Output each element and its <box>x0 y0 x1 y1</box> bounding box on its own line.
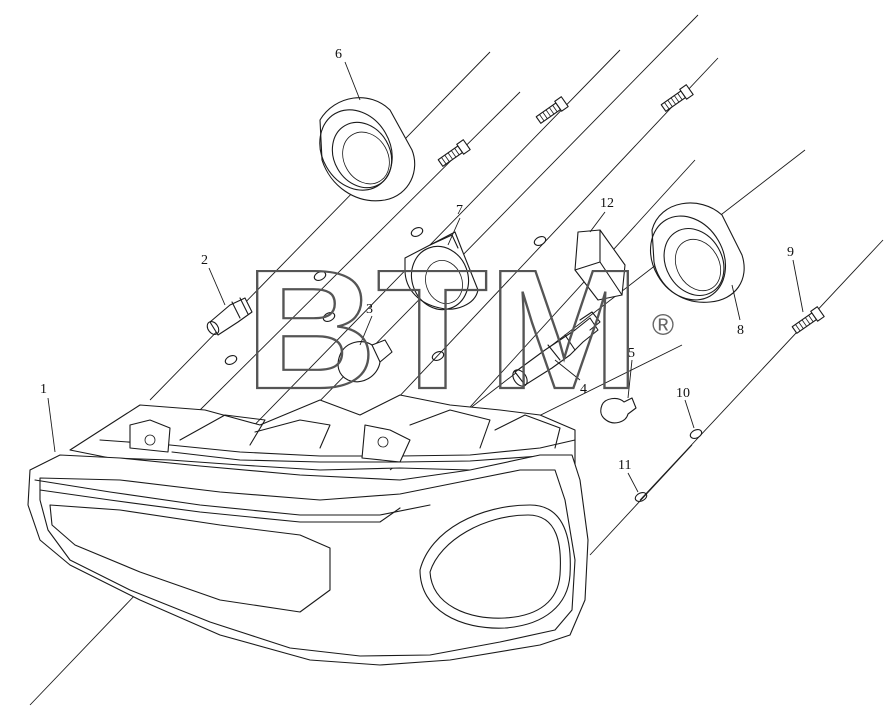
callout-2: 2 <box>201 253 208 268</box>
part-12-connector <box>574 229 626 301</box>
headlamp-housing <box>27 394 589 666</box>
callout-3: 3 <box>366 302 373 317</box>
callout-7: 7 <box>456 203 463 218</box>
callout-9: 9 <box>787 245 794 260</box>
part-7-cap <box>404 231 479 311</box>
screws <box>437 84 825 334</box>
btm-watermark: BTM ® <box>244 234 674 426</box>
callout-12: 12 <box>600 196 614 211</box>
part-6-ring <box>319 97 416 202</box>
washers <box>224 227 703 502</box>
part-5-bulb <box>600 397 637 424</box>
callout-11: 11 <box>618 458 631 473</box>
part-4-bulb <box>512 311 601 387</box>
watermark-text: BTM <box>245 235 640 425</box>
callout-6: 6 <box>335 47 342 62</box>
callout-leaders <box>47 61 804 493</box>
part-2-bulb <box>206 297 253 336</box>
callout-numbers: 1 2 3 4 5 6 7 8 9 10 11 12 <box>40 47 794 473</box>
callout-4: 4 <box>580 382 587 397</box>
callout-1: 1 <box>40 382 47 397</box>
callout-5: 5 <box>628 346 635 361</box>
callout-8: 8 <box>737 323 744 338</box>
part-8-ring <box>649 202 745 303</box>
watermark-registered: ® <box>652 309 674 342</box>
part-3-bulb <box>337 339 393 383</box>
callout-10: 10 <box>676 386 690 401</box>
